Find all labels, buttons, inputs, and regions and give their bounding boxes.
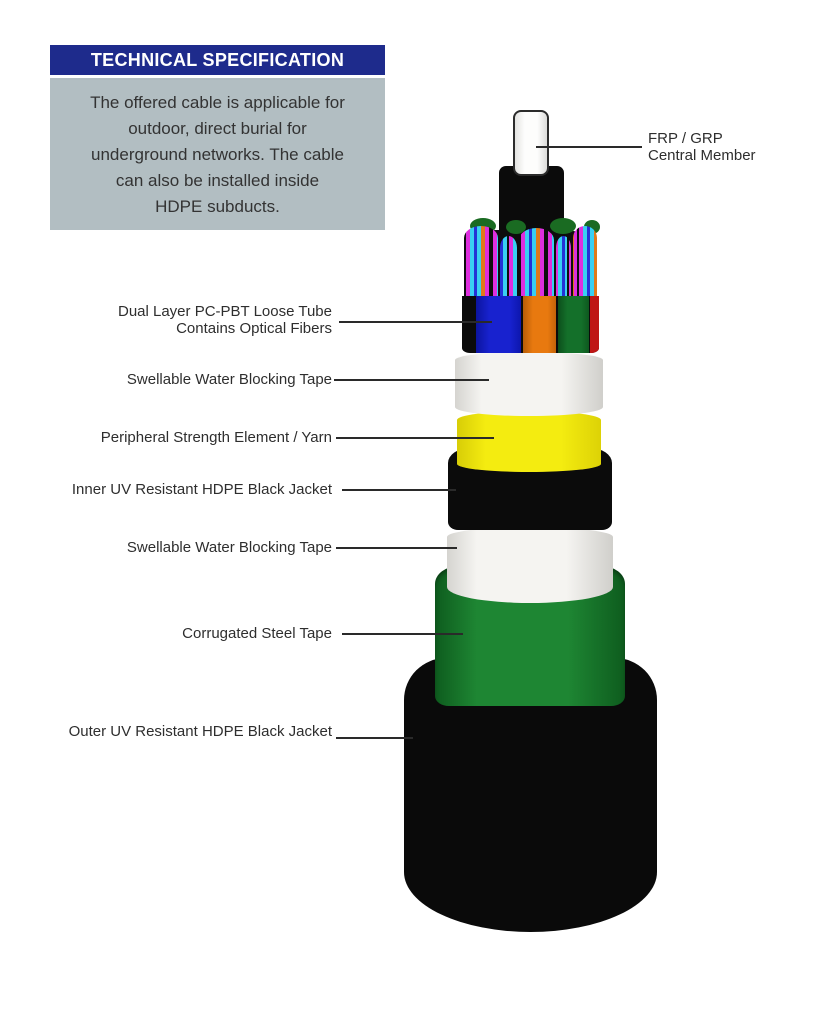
water-tape-layer-2 [447, 527, 613, 603]
optical-fiber-bundle [556, 236, 571, 304]
leader-line-steel-tape [342, 633, 463, 635]
optical-fiber-bundle [464, 226, 498, 304]
optical-fiber-bundle [519, 228, 554, 304]
leader-line-water-tape-2 [336, 547, 457, 549]
loose-tube-orange [523, 296, 556, 353]
leader-line-water-tape-1 [334, 379, 489, 381]
strength-yarn-layer [457, 411, 601, 472]
optical-fiber-bundle [573, 226, 597, 304]
callout-strength-yarn: Peripheral Strength Element / Yarn [100, 429, 332, 446]
loose-tube-blue [476, 296, 521, 353]
leader-line-outer-jacket [336, 737, 413, 739]
callout-outer-jacket: Outer UV Resistant HDPE Black Jacket [68, 723, 332, 740]
callout-loose-tube: Dual Layer PC-PBT Loose Tube Contains Op… [117, 303, 332, 337]
leader-line-frp [536, 146, 642, 148]
loose-tube-cap [506, 220, 526, 234]
spec-panel-header: TECHNICAL SPECIFICATION [50, 45, 385, 78]
leader-line-yarn [336, 437, 494, 439]
frp-central-member [513, 110, 549, 176]
callout-water-tape-1: Swellable Water Blocking Tape [126, 371, 332, 388]
loose-tube-red [590, 296, 599, 353]
callout-frp-central-member: FRP / GRP Central Member [648, 130, 756, 164]
loose-tube-green [558, 296, 589, 353]
callout-steel-tape: Corrugated Steel Tape [182, 625, 332, 642]
spec-panel: TECHNICAL SPECIFICATION The offered cabl… [50, 45, 385, 230]
callout-inner-jacket: Inner UV Resistant HDPE Black Jacket [71, 481, 332, 498]
water-tape-layer-1 [455, 350, 603, 416]
callout-water-tape-2: Swellable Water Blocking Tape [126, 539, 332, 556]
optical-fiber-bundle [500, 236, 517, 304]
leader-line-loose-tube [339, 321, 492, 323]
loose-tube-cap [550, 218, 576, 234]
loose-tube-band [462, 296, 599, 353]
spec-panel-body: The offered cable is applicable for outd… [50, 78, 385, 230]
leader-line-inner-jacket [342, 489, 456, 491]
